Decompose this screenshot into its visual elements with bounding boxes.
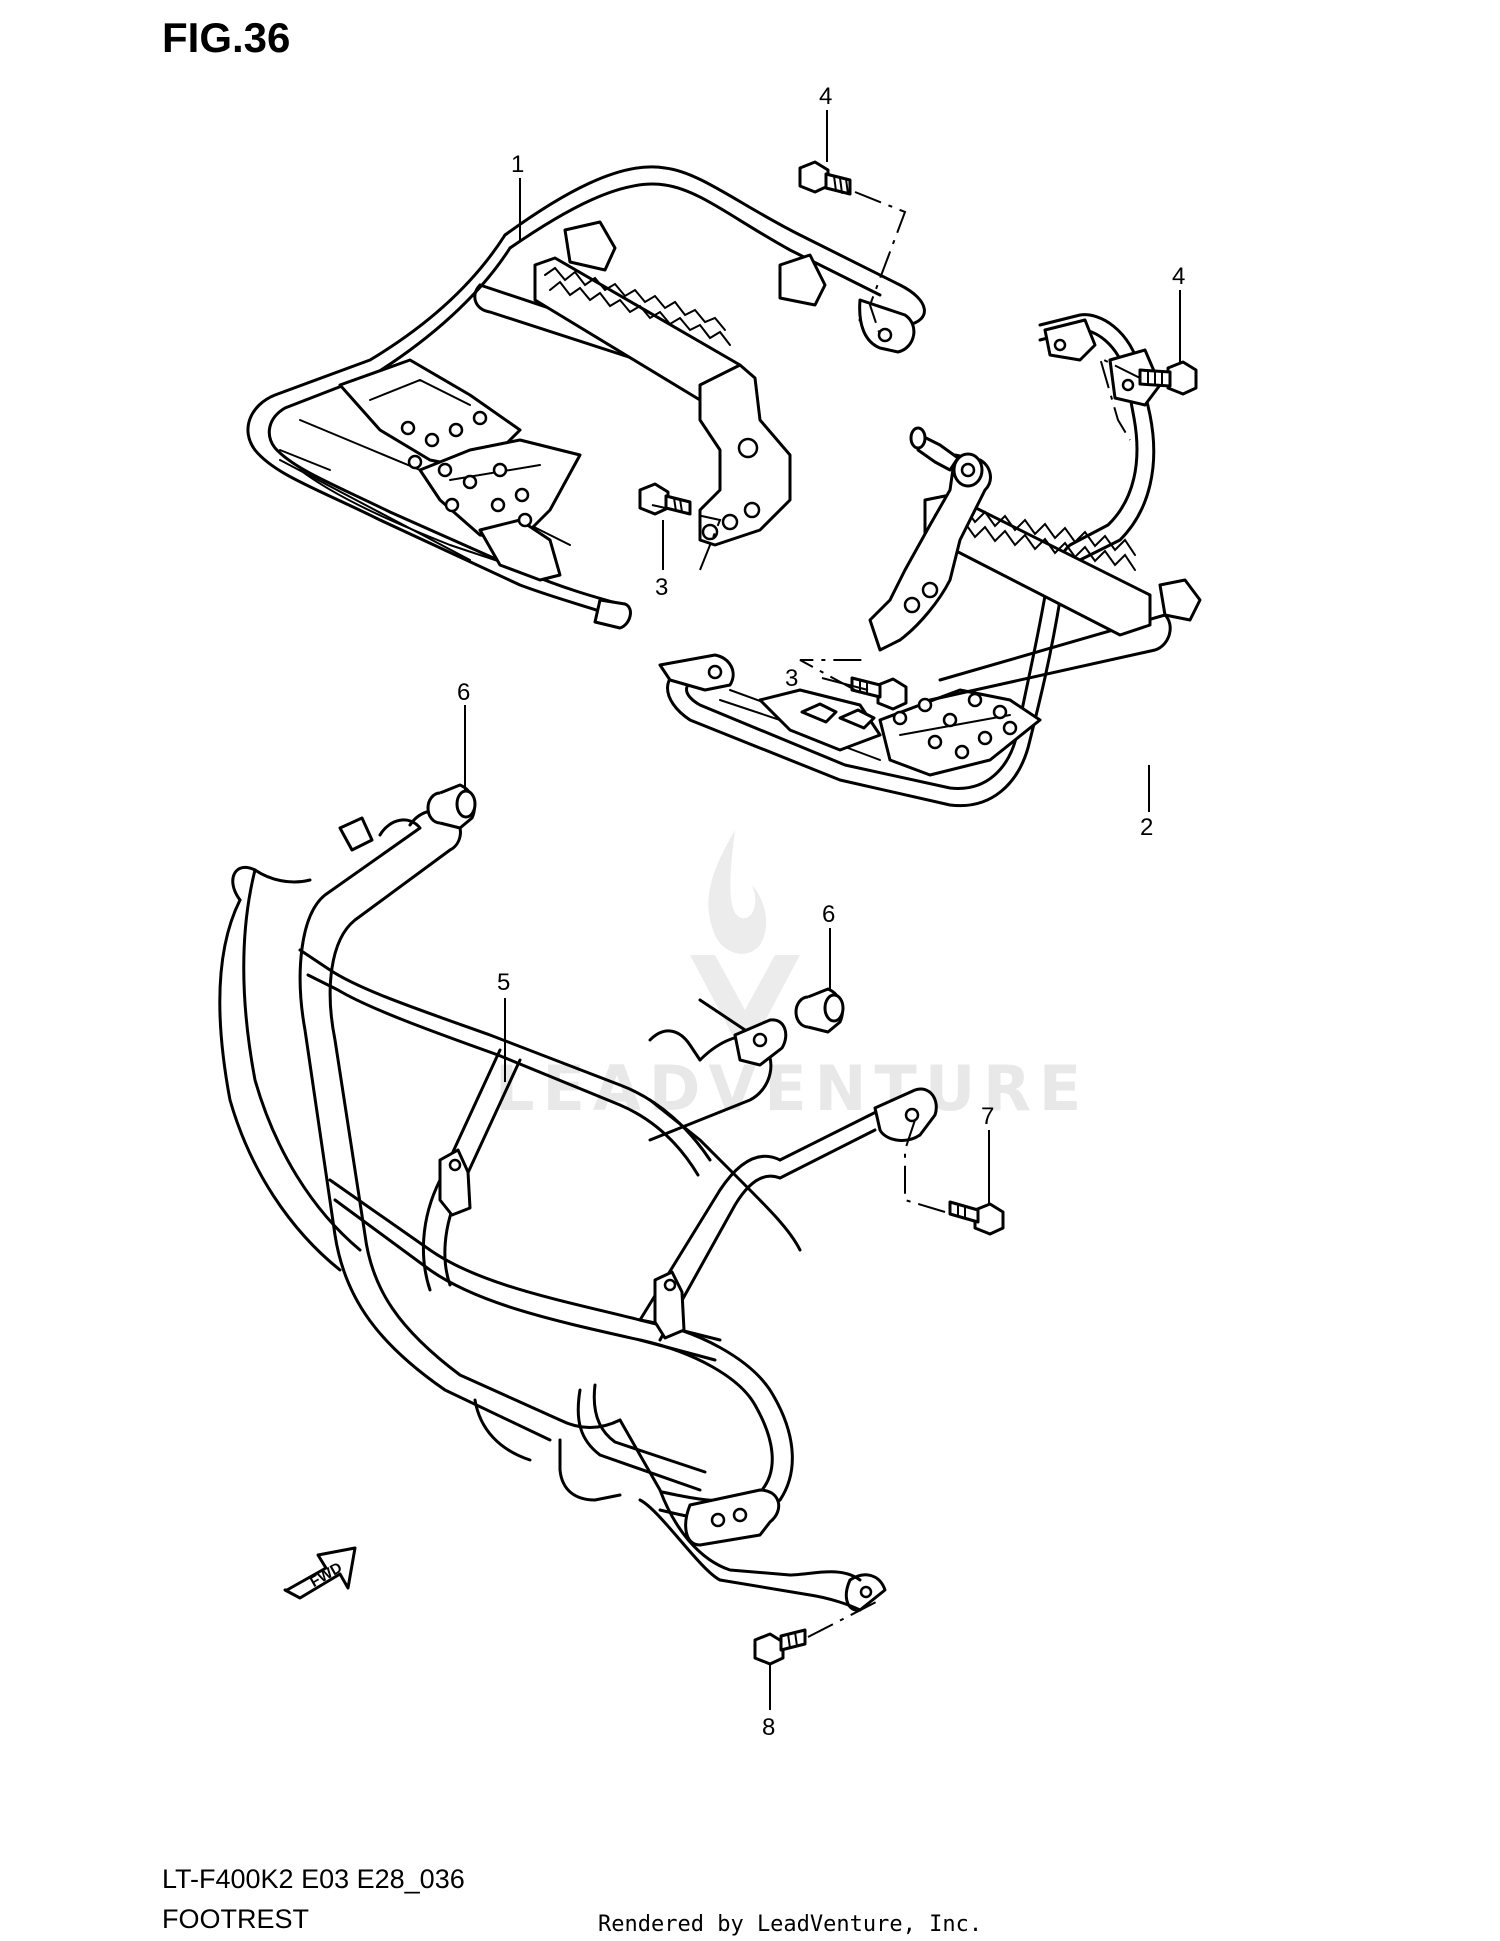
part-2-right-footrest [658,313,1202,808]
callout-6a: 6 [457,679,470,706]
bolt-4a [798,160,852,196]
bolt-4b [1138,360,1198,396]
fwd-arrow-icon: FWD [283,1546,357,1600]
callout-1: 1 [511,151,524,178]
bolt-7 [948,1200,1005,1236]
watermark-v-icon [690,955,800,1040]
assembly-lines [651,191,1141,1638]
callout-3a: 3 [655,574,668,601]
model-code: LT-F400K2 E03 E28_036 [162,1864,465,1894]
grommet-6b [794,987,845,1034]
callout-2: 2 [1140,814,1153,841]
render-credit: Rendered by LeadVenture, Inc. [598,1912,982,1937]
callout-6b: 6 [822,901,835,928]
watermark-text: LEADVENTURE [495,1052,1089,1125]
grommet-6a [426,783,477,830]
section-name: FOOTREST [162,1904,309,1934]
callout-7: 7 [981,1103,994,1130]
callouts: 1 2 3 3 4 4 5 6 6 7 8 [457,83,1185,1741]
bolt-8 [753,1628,807,1666]
callout-4b: 4 [1172,263,1185,290]
bolt-3b [850,676,908,711]
bolt-3a [638,482,692,516]
leader-lines [464,110,1181,1710]
callout-8: 8 [762,1714,775,1741]
watermark-flame-icon [708,830,767,954]
figure-title: FIG.36 [162,14,290,61]
callout-5: 5 [497,969,510,996]
callout-4a: 4 [819,83,832,110]
callout-3b: 3 [785,665,798,692]
watermark: LEADVENTURE [495,830,1089,1125]
part-5-front-guard [218,809,938,1612]
part-1-left-footrest [246,165,926,630]
